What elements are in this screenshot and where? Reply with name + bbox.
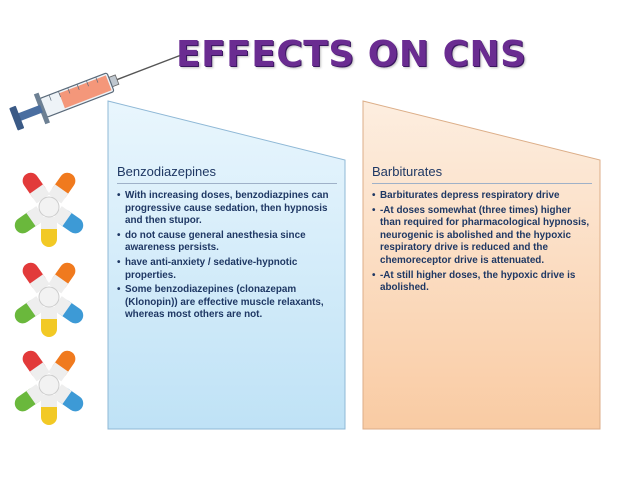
pills-icon <box>14 172 84 247</box>
list-item: -At still higher doses, the hypoxic driv… <box>372 270 592 295</box>
pills-icon <box>14 350 84 425</box>
list-item: Some benzodiazepines (clonazepam (Klonop… <box>117 284 337 322</box>
syringe-icon <box>9 54 180 131</box>
list-item: -At doses somewhat (three times) higher … <box>372 205 592 268</box>
bullet-list: Barbiturates depress respiratory drive -… <box>372 190 592 295</box>
list-item: have anti-anxiety / sedative-hypnotic pr… <box>117 257 337 282</box>
list-item: do not cause general anesthesia since aw… <box>117 230 337 255</box>
panel-heading: Barbiturates <box>372 164 592 184</box>
list-item: Barbiturates depress respiratory drive <box>372 190 592 203</box>
pills-icon <box>14 262 84 337</box>
panel-heading: Benzodiazepines <box>117 164 337 184</box>
list-item: With increasing doses, benzodiazpines ca… <box>117 190 337 228</box>
page-title: EFFECTS ON CNS <box>176 34 527 75</box>
bullet-list: With increasing doses, benzodiazpines ca… <box>117 190 337 322</box>
barbiturates-panel: Barbiturates Barbiturates depress respir… <box>362 100 602 430</box>
benzodiazepines-panel: Benzodiazepines With increasing doses, b… <box>107 100 347 430</box>
